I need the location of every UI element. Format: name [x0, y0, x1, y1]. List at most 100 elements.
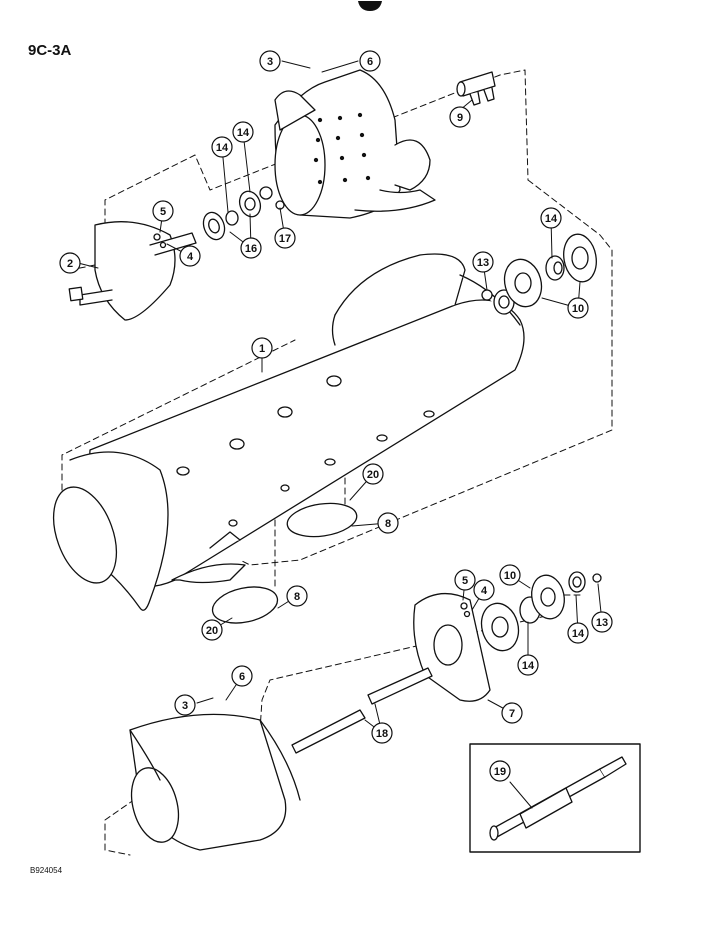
callout-circle	[231, 665, 253, 687]
callout-circle	[473, 579, 495, 601]
callout-c14e: 14	[567, 622, 589, 644]
callout-circle	[201, 619, 223, 641]
callout-circle	[152, 200, 174, 222]
callout-c2: 2	[59, 252, 81, 274]
callout-c20b: 20	[201, 619, 223, 641]
callout-label: 10	[572, 303, 584, 315]
cropped-heading-fragment	[300, 0, 440, 12]
callout-c9: 9	[449, 106, 471, 128]
callout-c3a: 3	[259, 50, 281, 72]
callout-label: 19	[494, 766, 506, 778]
callout-label: 14	[522, 660, 535, 672]
callout-label: 9	[457, 112, 463, 124]
callout-c14d: 14	[517, 654, 539, 676]
callout-circle	[259, 50, 281, 72]
callout-label: 2	[67, 258, 73, 270]
bearing-group-lower-right	[480, 571, 602, 652]
callout-label: 4	[187, 251, 194, 263]
callout-label: 3	[267, 56, 273, 68]
callout-circle	[377, 512, 399, 534]
clevis-bracket	[456, 71, 496, 106]
callout-c5a: 5	[152, 200, 174, 222]
callout-circle	[179, 245, 201, 267]
callout-c8b: 8	[286, 585, 308, 607]
callout-label: 5	[462, 575, 468, 587]
callout-label: 3	[182, 700, 188, 712]
callout-label: 14	[216, 142, 229, 154]
callout-circle	[567, 297, 589, 319]
callout-circle	[371, 722, 393, 744]
callout-c14b: 14	[232, 121, 254, 143]
callout-label: 6	[367, 56, 373, 68]
callout-label: 4	[481, 585, 488, 597]
callout-c7: 7	[501, 702, 523, 724]
callout-c4a: 4	[179, 245, 201, 267]
callout-markers: 1 2 3 3 4 4 5 5 6 6 7 8 8 9 10 10 13 13 14 14 14 14 14 16 17 18 19…	[59, 50, 613, 782]
callout-circle	[454, 569, 476, 591]
callout-circle	[274, 227, 296, 249]
callout-circle	[567, 622, 589, 644]
callout-label: 8	[385, 518, 391, 530]
callout-circle	[359, 50, 381, 72]
inset-shaft	[489, 756, 627, 841]
drawing-code: B924054	[30, 866, 63, 875]
callout-circle	[286, 585, 308, 607]
callout-label: 6	[239, 671, 245, 683]
left-end-plate	[68, 221, 197, 321]
tube-bolt-holes	[176, 375, 435, 527]
callout-circle	[449, 106, 471, 128]
callout-circle	[240, 237, 262, 259]
inspection-cover-lower	[211, 586, 279, 624]
callout-c20a: 20	[362, 463, 384, 485]
callout-label: 13	[477, 257, 489, 269]
auger-tube	[52, 253, 525, 611]
callout-label: 14	[237, 127, 250, 139]
callout-c6a: 6	[359, 50, 381, 72]
callout-circle	[517, 654, 539, 676]
callout-label: 18	[376, 728, 388, 740]
callout-circle	[251, 337, 273, 359]
callout-circle	[501, 702, 523, 724]
callout-circle	[591, 611, 613, 633]
callout-circle	[489, 760, 511, 782]
callout-label: 20	[206, 625, 218, 637]
callout-label: 13	[596, 617, 608, 629]
callout-circle	[499, 564, 521, 586]
callout-label: 14	[545, 213, 558, 225]
callout-circle	[174, 694, 196, 716]
callout-label: 17	[279, 233, 291, 245]
upper-flight-section	[274, 69, 436, 219]
right-end-plate	[413, 593, 491, 702]
lower-flight-section	[129, 713, 301, 851]
callout-label: 1	[259, 343, 265, 355]
callout-c16: 16	[240, 237, 262, 259]
callout-c17: 17	[274, 227, 296, 249]
callout-circle	[540, 207, 562, 229]
callout-c13a: 13	[472, 251, 494, 273]
callout-circle	[211, 136, 233, 158]
callout-c5b: 5	[454, 569, 476, 591]
bearing-flange-left	[153, 186, 285, 249]
callout-label: 10	[504, 570, 516, 582]
callout-label: 5	[160, 206, 166, 218]
callout-label: 7	[509, 708, 515, 720]
callout-c10a: 10	[567, 297, 589, 319]
callout-label: 14	[572, 628, 585, 640]
callout-c18: 18	[371, 722, 393, 744]
upper-flight-holes	[313, 112, 371, 185]
callout-label: 20	[367, 469, 379, 481]
callout-c13b: 13	[591, 611, 613, 633]
callout-circle	[362, 463, 384, 485]
inspection-cover-upper	[286, 502, 358, 538]
callout-circle	[472, 251, 494, 273]
callout-c19: 19	[489, 760, 511, 782]
callout-c14a: 14	[211, 136, 233, 158]
split-shaft-halves	[291, 667, 433, 754]
callout-c4b: 4	[473, 579, 495, 601]
callout-c8a: 8	[377, 512, 399, 534]
callout-circle	[232, 121, 254, 143]
callout-circle	[59, 252, 81, 274]
callout-c14c: 14	[540, 207, 562, 229]
